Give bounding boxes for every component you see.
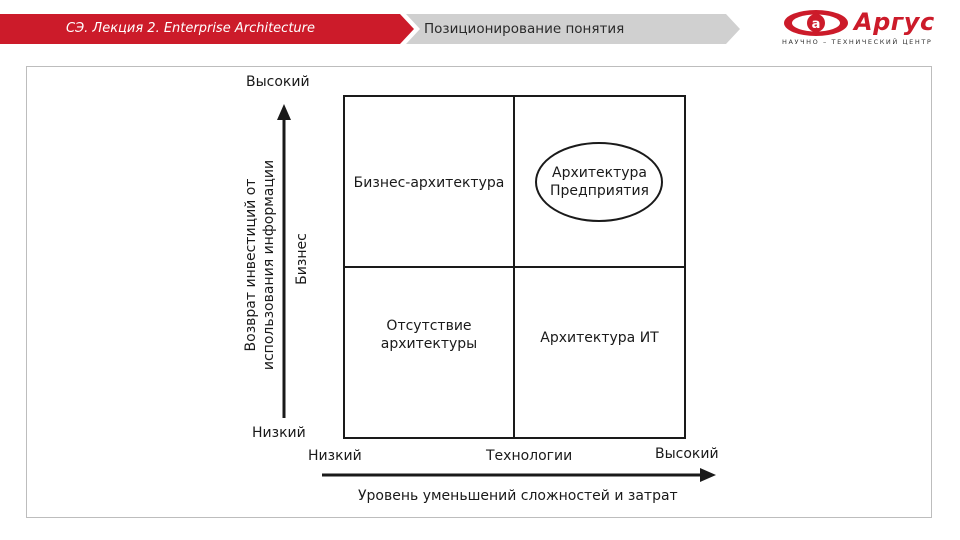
y-axis-title: Возврат инвестиций от использования инфо…: [242, 155, 278, 375]
breadcrumb: СЭ. Лекция 2. Enterprise Architecture: [66, 21, 315, 36]
highlight-ellipse: [535, 142, 663, 222]
eye-logo-icon: a: [784, 10, 848, 36]
y-axis-high-label: Высокий: [246, 74, 310, 90]
logo-wordmark: Аргус: [854, 8, 935, 36]
x-axis-dimension-label: Технологии: [486, 448, 573, 464]
y-axis-arrowhead: [277, 104, 291, 120]
y-axis-dimension-label: Бизнес: [294, 233, 310, 285]
x-axis-arrowhead: [700, 468, 716, 482]
quadrant-enterprise-line-1: Архитектура: [552, 165, 647, 181]
header-banner: [0, 14, 740, 44]
page-title: Позиционирование понятия: [424, 21, 625, 37]
quadrant-it-architecture: Архитектура ИТ: [540, 330, 659, 346]
quadrant-enterprise-architecture: Архитектура Предприятия: [514, 164, 685, 200]
content-frame: [26, 66, 932, 518]
svg-text:a: a: [812, 17, 821, 32]
y-axis-title-line-2: использования информации: [261, 159, 277, 371]
x-axis-title: Уровень уменьшений сложностей и затрат: [358, 488, 678, 504]
quadrant-no-arch-line-1: Отсутствие: [386, 318, 472, 334]
x-axis-low-label: Низкий: [308, 448, 362, 464]
banner-shapes: [0, 14, 740, 44]
quadrant-business-architecture: Бизнес-архитектура: [353, 175, 505, 191]
quadrant-no-architecture: Отсутствие архитектуры: [344, 317, 514, 353]
quadrant-enterprise-line-2: Предприятия: [550, 183, 649, 199]
y-axis-low-label: Низкий: [252, 425, 306, 441]
y-axis-title-line-1: Возврат инвестиций от: [243, 178, 259, 352]
breadcrumb-band: [0, 14, 414, 44]
x-axis-high-label: Высокий: [655, 446, 719, 462]
logo-tagline: НАУЧНО – ТЕХНИЧЕСКИЙ ЦЕНТР: [782, 38, 933, 46]
quadrant-no-arch-line-2: архитектуры: [380, 336, 478, 352]
company-logo: a Аргус НАУЧНО – ТЕХНИЧЕСКИЙ ЦЕНТР: [782, 8, 942, 48]
title-band: [406, 14, 740, 44]
